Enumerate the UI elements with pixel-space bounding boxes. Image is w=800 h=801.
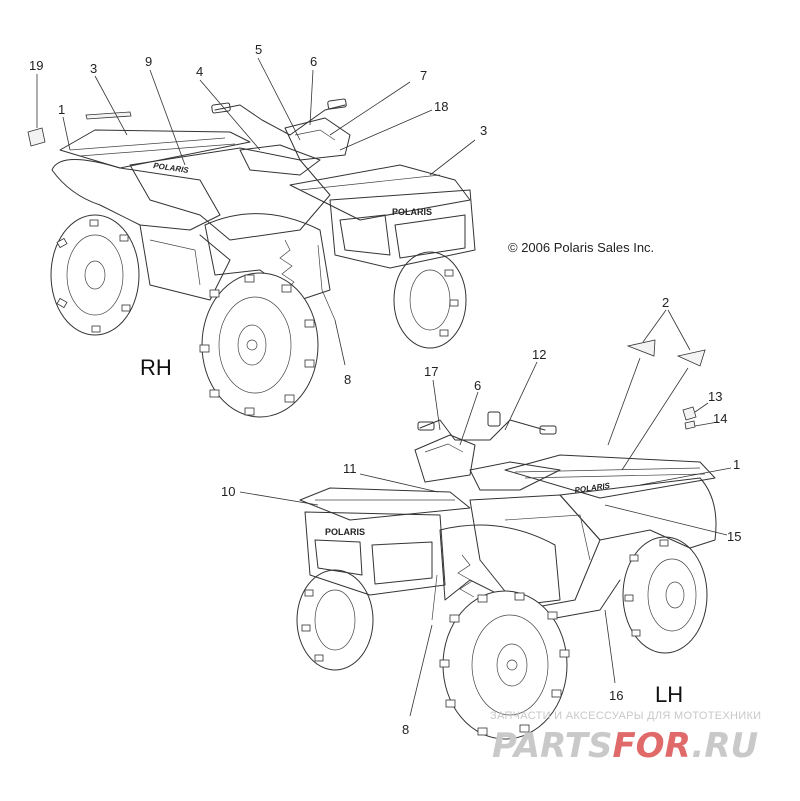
rh-callout-9: 9 [145,54,152,69]
lh-callout-14: 14 [713,411,727,426]
rh-callout-4: 4 [196,64,203,79]
rh-callout-3a: 3 [90,61,97,76]
rh-callout-5: 5 [255,42,262,57]
watermark-tagline: ЗАПЧАСТИ И АКСЕССУАРЫ ДЛЯ МОТОТЕХНИКИ [490,710,761,722]
watermark-part1: PARTSFOR.RU [492,726,758,766]
copyright-text: © 2006 Polaris Sales Inc. [508,240,654,255]
rh-rear-tire [50,214,140,336]
decal-13 [682,406,697,421]
lh-side-logo: POLARIS [574,481,611,495]
lh-callout-11: 11 [343,461,357,476]
decal-14 [684,420,696,430]
lh-rear-tire [622,536,708,654]
lh-front-far-tire [296,569,374,671]
decal-3-strip [85,111,132,120]
rh-grille-logo: POLARIS [392,207,432,217]
rh-body: POLARIS POLARIS [51,98,476,321]
lh-callout-16: 16 [609,688,623,703]
rh-view-label: RH [140,355,172,380]
decal-2-left [626,339,656,357]
lh-callout-10: 10 [221,484,235,499]
rh-callout-6: 6 [310,54,317,69]
decal-2-right [676,349,706,367]
lh-view-label: LH [655,682,683,707]
lh-atv-illustration: POLARIS POLARIS [296,339,717,740]
rh-callout-1: 1 [58,102,65,117]
lh-callout-2: 2 [662,295,669,310]
rh-front-tire [199,272,319,418]
rh-callout-8: 8 [344,372,351,387]
rh-atv-illustration: POLARIS POLARIS [27,98,476,418]
rh-callout-3b: 3 [480,123,487,138]
watermark-ru: .RU [691,726,758,766]
watermark-for: FOR [612,726,691,766]
watermark-parts: PARTS [492,726,612,766]
lh-leader-lines [239,309,732,717]
lh-body: POLARIS POLARIS [299,411,717,621]
lh-callout-13: 13 [708,389,722,404]
rh-callouts: 19 3 9 4 5 6 7 18 3 1 8 [29,42,487,387]
watermark-logo: ЗАПЧАСТИ И АКСЕССУАРЫ ДЛЯ МОТОТЕХНИКИ PA… [490,710,761,766]
lh-callout-8: 8 [402,722,409,737]
lh-callout-17: 17 [424,364,438,379]
rh-callout-19: 19 [29,58,43,73]
lh-front-tire [439,590,570,740]
lh-callouts: 2 12 17 6 13 14 11 1 10 15 16 8 [221,295,741,737]
lh-callout-15: 15 [727,529,741,544]
rh-leader-lines [36,57,476,366]
lh-grille-logo: POLARIS [325,527,365,537]
decal-19 [27,127,46,147]
lh-callout-1: 1 [733,457,740,472]
rh-rear-right-tire [393,251,467,349]
lh-callout-12: 12 [532,347,546,362]
rh-callout-18: 18 [434,99,448,114]
rh-callout-7: 7 [420,68,427,83]
lh-callout-6: 6 [474,378,481,393]
